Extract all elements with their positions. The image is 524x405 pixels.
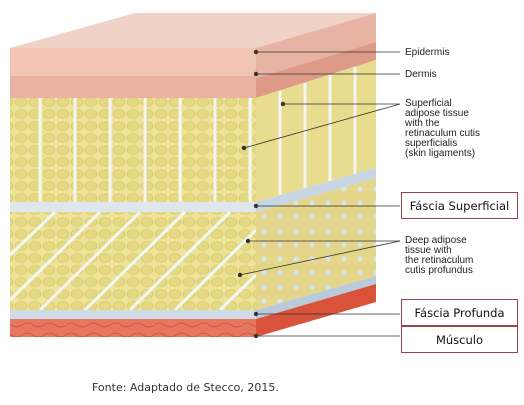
superficial-fat-front bbox=[10, 98, 256, 202]
figure-caption: Fonte: Adaptado de Stecco, 2015. bbox=[92, 381, 279, 394]
box-fascia-profunda: Fáscia Profunda bbox=[401, 299, 518, 326]
fascia-profunda-front bbox=[10, 310, 256, 319]
label-superficial-adipose: Superficial adipose tissue with the reti… bbox=[405, 99, 480, 159]
label-epidermis: Epidermis bbox=[405, 48, 449, 58]
box-musculo: Músculo bbox=[401, 326, 518, 353]
epidermis-front bbox=[10, 48, 256, 76]
label-deep-adipose: Deep adipose tissue with the retinaculum… bbox=[405, 236, 473, 276]
fascia-superficial-front bbox=[10, 202, 256, 212]
label-dermis: Dermis bbox=[405, 70, 437, 80]
muscle-front bbox=[10, 319, 256, 337]
dermis-front bbox=[10, 76, 256, 98]
box-fascia-superficial: Fáscia Superficial bbox=[401, 192, 518, 219]
